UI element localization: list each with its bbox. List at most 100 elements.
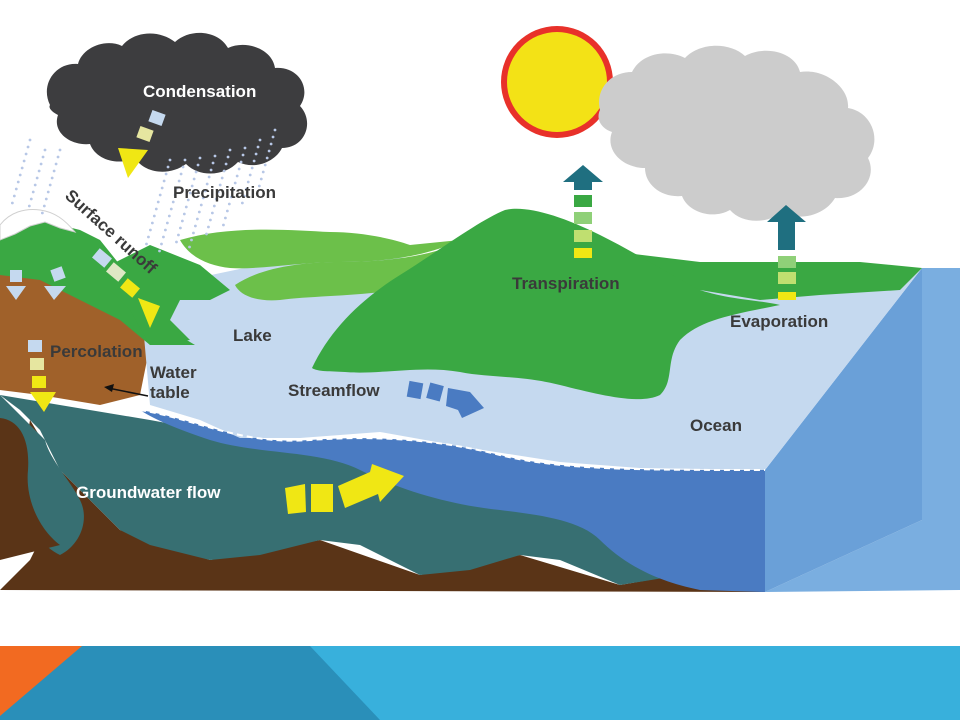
rain-drop [224,162,228,166]
rain-drop [198,156,202,160]
rain-drop [44,197,48,201]
rain-drop [228,148,232,152]
rain-drop [269,142,273,146]
rain-drop [205,232,208,236]
surface-runoff-arrow-icon [92,248,160,328]
rain-drop [158,249,161,253]
rain-drop [46,190,50,194]
rain-drop [40,211,44,215]
rain-drop [265,156,269,160]
footer-banner-dark [0,646,380,720]
precipitation-rain [10,128,277,253]
rain-drop [54,162,58,166]
rain-drop [22,159,26,163]
rain-drop [145,242,148,246]
rain-drop [248,173,252,177]
rain-drop [227,202,231,206]
rain-drop [196,163,200,167]
rain-drop [150,221,154,225]
rain-drop [226,155,230,159]
left-mountain-front [100,245,230,345]
rain-drop [241,153,245,157]
rain-drop [188,191,192,195]
rain-drop [239,160,243,164]
rain-drop [39,162,43,166]
rain-drop [184,205,188,209]
label-water-table-line2: table [150,383,190,402]
groundwater-flow-arrow-icon [285,464,404,514]
rain-drop [199,203,203,207]
rain-drop [43,148,47,152]
rain-drop [222,169,226,173]
rain-drop [181,165,185,169]
soil-layer [0,395,765,592]
rain-drop [229,195,233,199]
rain-drop [190,238,193,242]
rain-drop [267,149,271,153]
rain-drop [273,128,277,132]
rain-drop [254,152,258,156]
rain-drop [201,196,205,200]
rain-drop [212,204,216,208]
sun-icon [501,26,613,138]
soil-bulge-left [0,418,60,560]
rain-drop [168,158,172,162]
rain-drop [218,183,222,187]
rain-drop [29,197,33,201]
rain-drop [244,187,248,191]
cloud-condensation [46,32,308,174]
rain-drop [210,211,214,215]
rain-drop [179,226,182,230]
label-percolation: Percolation [50,342,143,361]
rain-drop [209,218,212,222]
rain-drop [224,216,227,220]
rain-drop [180,219,184,223]
rain-drop [263,163,267,167]
rain-drop [182,212,186,216]
rain-drop [164,228,167,232]
rain-drop [35,176,39,180]
rain-drop [256,145,260,149]
rain-drop [175,186,179,190]
rain-drop [42,204,46,208]
rain-drop [235,174,239,178]
rain-drop [152,214,156,218]
rain-drop [261,170,265,174]
rain-drop [213,154,217,158]
rain-drop [211,161,215,165]
rain-drop [194,224,197,228]
rain-drop [160,186,164,190]
rain-drop [169,207,173,211]
rain-drop [271,135,275,139]
rain-drop [156,200,160,204]
rain-drop [205,182,209,186]
rain-drop [192,231,195,235]
ocean-deep-water [140,410,765,592]
rain-drop [177,233,180,237]
rain-drop [33,183,37,187]
rain-drop [257,184,261,188]
rain-drop [28,138,32,142]
rain-drop [250,166,254,170]
rain-drop [252,159,256,163]
rain-drop [259,177,263,181]
rain-drop [222,223,225,227]
rain-drop [167,214,171,218]
evaporation-arrow-icon [767,205,806,300]
label-precipitation: Precipitation [173,183,276,202]
rain-drop [258,138,262,142]
rain-drop [237,167,241,171]
rain-drop [24,152,28,156]
rain-drop [58,148,62,152]
rain-drop [165,221,169,225]
rain-drop [149,228,152,232]
rain-drop [20,166,24,170]
rain-drop [186,198,190,202]
rain-drop [171,200,175,204]
rain-drop [166,165,170,169]
label-ocean: Ocean [690,416,742,435]
water-wave-line [139,409,766,471]
rain-drop [52,169,56,173]
